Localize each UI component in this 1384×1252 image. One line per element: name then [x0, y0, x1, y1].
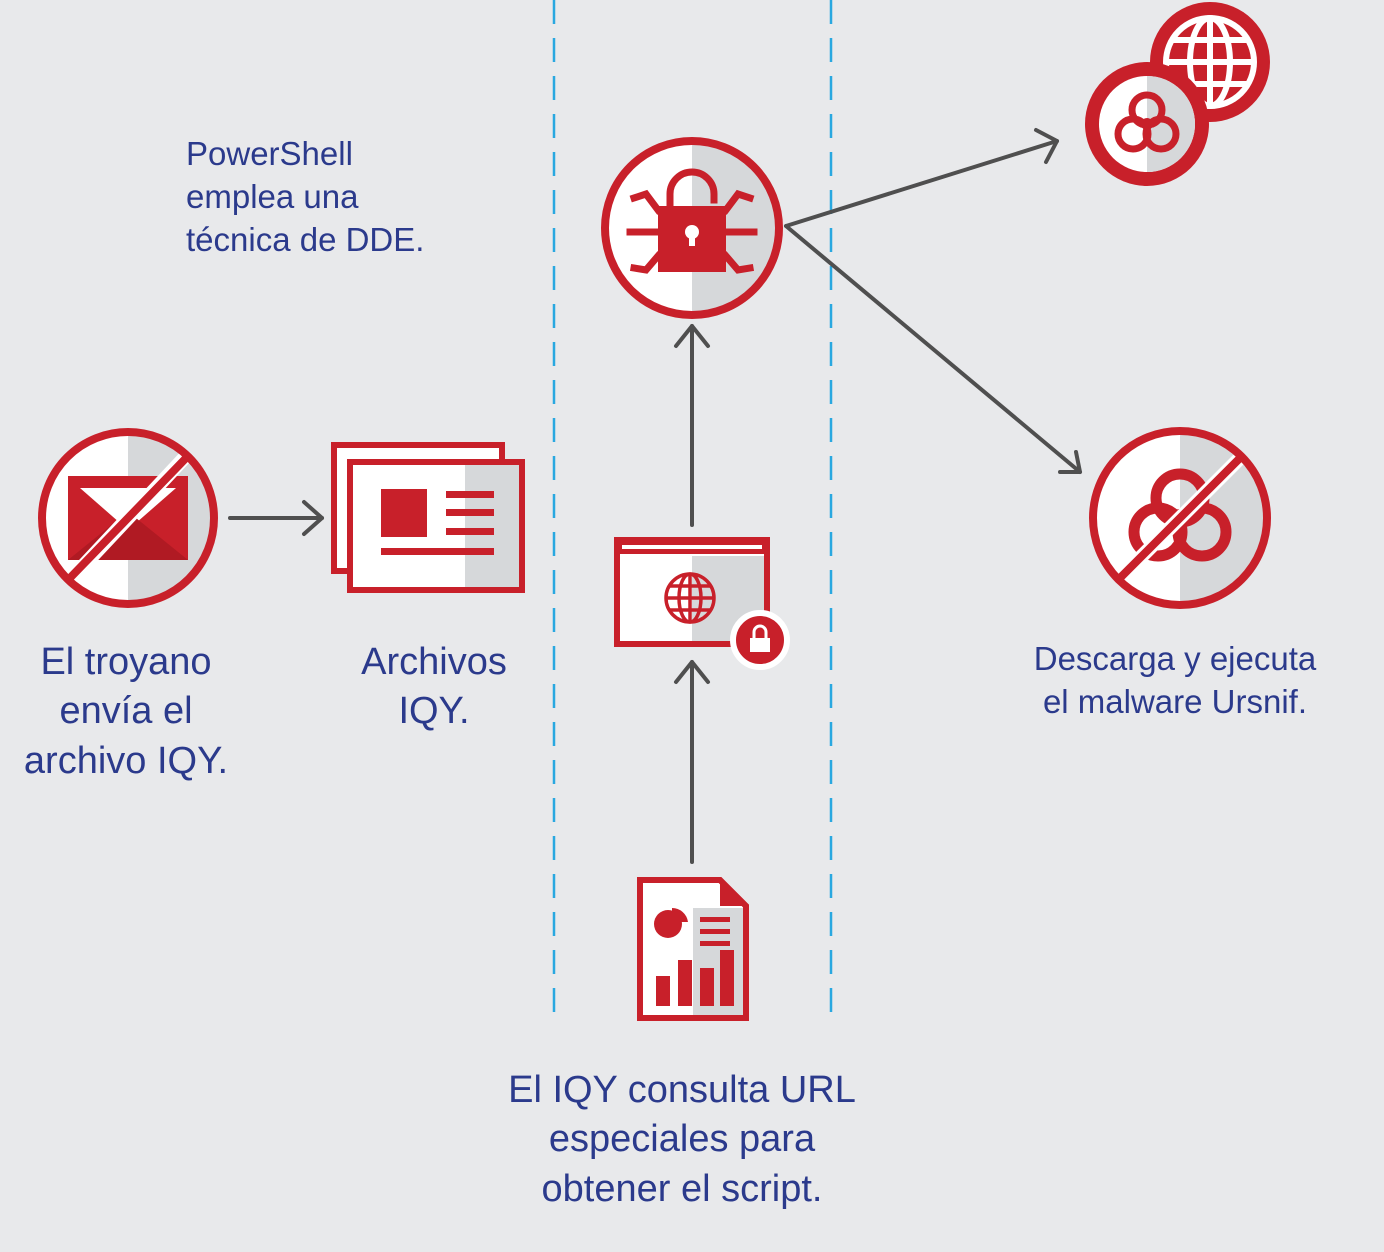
document-chart-icon: [637, 877, 749, 1021]
iqy-files-label: Archivos IQY.: [361, 641, 507, 733]
arrow-document-to-browser: [674, 660, 710, 864]
iqy-query-url-label: El IQY consulta URL especiales para obte…: [508, 1069, 856, 1210]
blocked-biohazard-icon: [1089, 427, 1271, 609]
blocked-email-icon: [38, 428, 218, 608]
arrow-bug-to-malware: [784, 224, 1082, 474]
arrow-bug-to-globe: [784, 128, 1059, 228]
arrow-browser-to-bug: [674, 324, 710, 527]
trojan-sends-iqy-label: El troyano envía el archivo IQY.: [23, 641, 229, 782]
locked-bug-icon: [601, 137, 783, 319]
download-ursnif-label: Descarga y ejecuta el malware Ursnif.: [1033, 640, 1317, 720]
iqy-files-icon: [331, 442, 525, 593]
arrow-email-to-files: [228, 500, 324, 536]
secure-web-browser-icon: [614, 537, 790, 670]
powershell-dde-label: PowerShell emplea una técnica de DDE.: [186, 135, 425, 258]
biohazard-icon: [1085, 62, 1209, 186]
